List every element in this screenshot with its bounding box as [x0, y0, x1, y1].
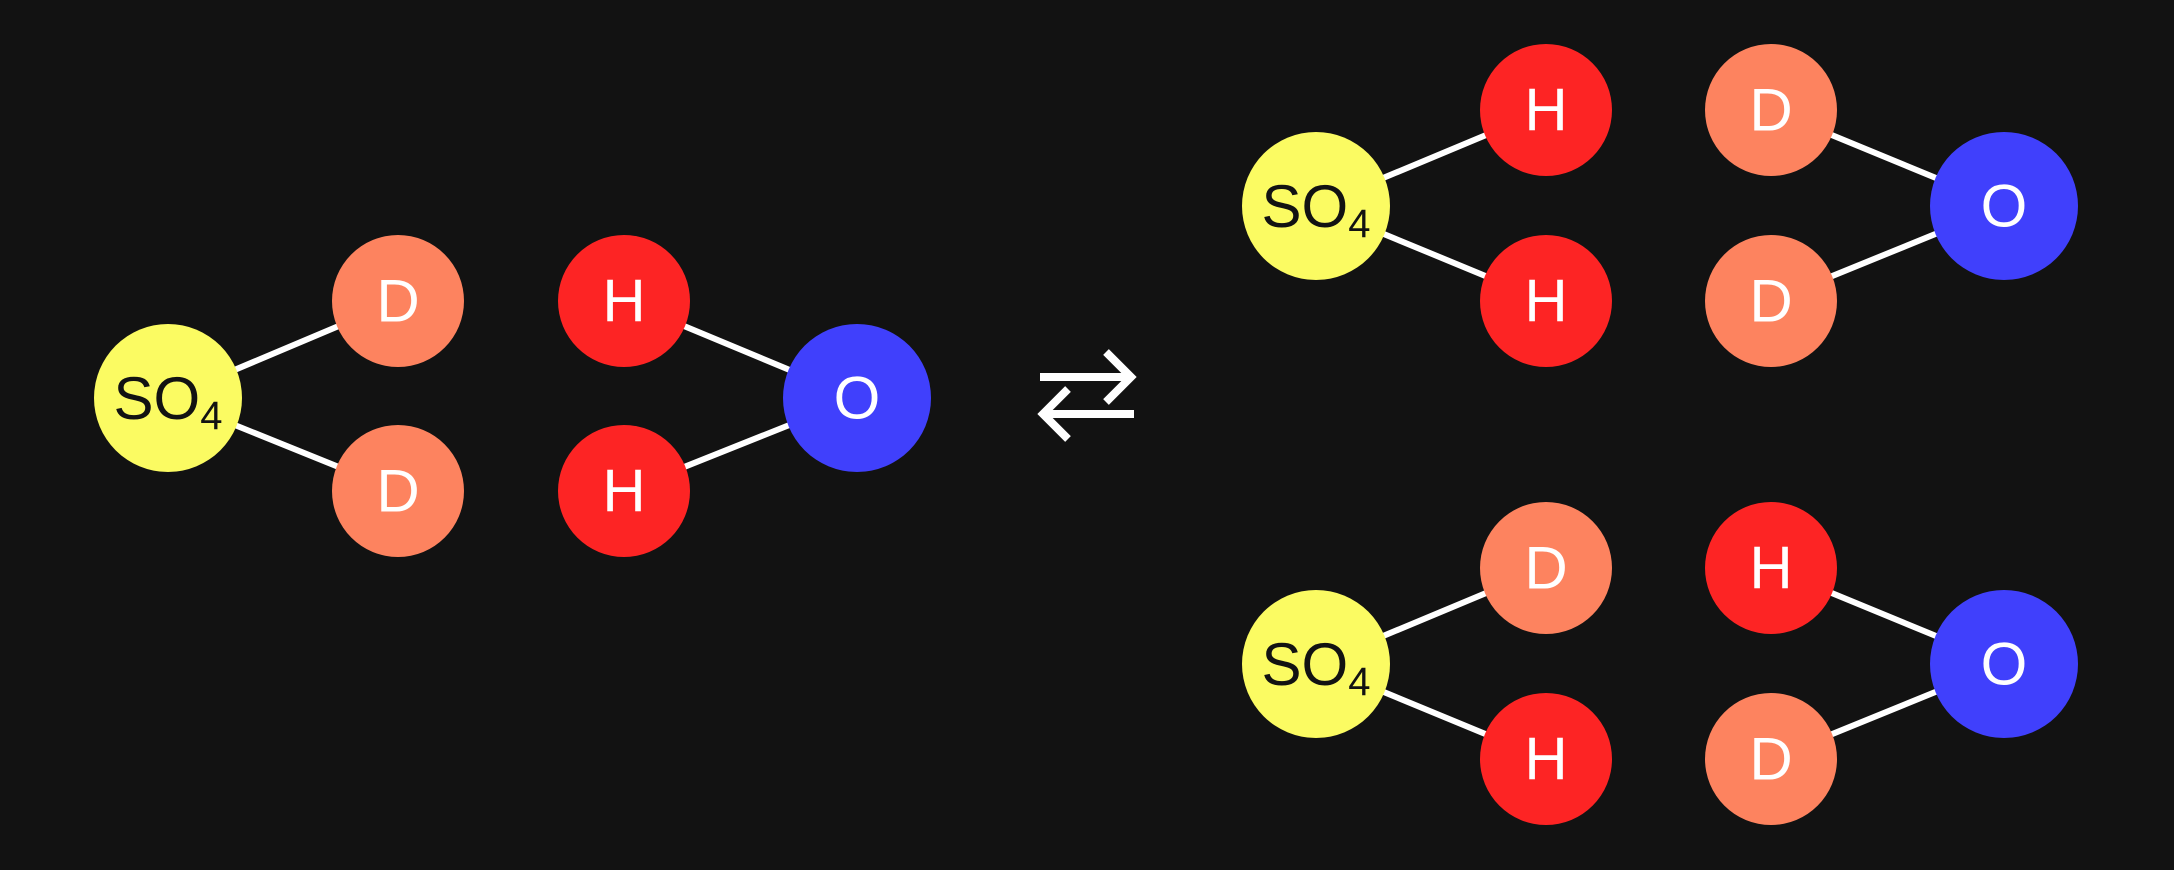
- product-2-water-molecule: H D O: [1705, 502, 2078, 825]
- hydrogen-label: H: [602, 268, 645, 335]
- so4-label: SO4: [1262, 173, 1371, 247]
- oxygen-circle: [1930, 590, 2078, 738]
- deuterium-label: D: [1749, 726, 1792, 793]
- hydrogen-label: H: [1524, 77, 1567, 144]
- hydrogen-atom: H: [1480, 44, 1612, 176]
- deuterium-circle: [1480, 502, 1612, 634]
- deuterium-label: D: [1524, 535, 1567, 602]
- reactant-acid-molecule: SO4 D D: [94, 235, 464, 557]
- oxygen-label: O: [834, 365, 881, 432]
- hydrogen-atom: H: [1480, 235, 1612, 367]
- deuterium-atom: D: [1480, 502, 1612, 634]
- hydrogen-label: H: [1524, 726, 1567, 793]
- hydrogen-circle: [1480, 693, 1612, 825]
- deuterium-atom: D: [1705, 693, 1837, 825]
- oxygen-circle: [1930, 132, 2078, 280]
- hydrogen-label: H: [1524, 268, 1567, 335]
- hydrogen-atom: H: [1480, 693, 1612, 825]
- deuterium-circle: [332, 235, 464, 367]
- oxygen-label: O: [1981, 173, 2028, 240]
- so4-circle: [94, 324, 242, 472]
- so4-circle: [1242, 132, 1390, 280]
- so4-atom: SO4: [1242, 590, 1390, 738]
- so4-label: SO4: [114, 365, 223, 439]
- deuterium-label: D: [376, 458, 419, 525]
- oxygen-atom: O: [1930, 132, 2078, 280]
- hydrogen-circle: [1705, 502, 1837, 634]
- hydrogen-atom: H: [558, 425, 690, 557]
- hydrogen-atom: H: [1705, 502, 1837, 634]
- equilibrium-arrows-icon: [1037, 349, 1137, 442]
- deuterium-atom: D: [1705, 235, 1837, 367]
- hydrogen-circle: [1480, 44, 1612, 176]
- deuterium-label: D: [376, 268, 419, 335]
- product-1-water-molecule: D D O: [1705, 44, 2078, 367]
- oxygen-circle: [783, 324, 931, 472]
- hydrogen-circle: [558, 425, 690, 557]
- deuterium-atom: D: [332, 425, 464, 557]
- so4-circle: [1242, 590, 1390, 738]
- deuterium-label: D: [1749, 77, 1792, 144]
- reactant-water-molecule: H H O: [558, 235, 931, 557]
- deuterium-label: D: [1749, 268, 1792, 335]
- product-1-acid-molecule: SO4 H H: [1242, 44, 1612, 367]
- hydrogen-atom: H: [558, 235, 690, 367]
- deuterium-circle: [1705, 235, 1837, 367]
- hydrogen-circle: [558, 235, 690, 367]
- deuterium-circle: [332, 425, 464, 557]
- so4-label: SO4: [1262, 631, 1371, 705]
- deuterium-circle: [1705, 44, 1837, 176]
- deuterium-circle: [1705, 693, 1837, 825]
- deuterium-atom: D: [1705, 44, 1837, 176]
- hydrogen-label: H: [602, 458, 645, 525]
- hydrogen-label: H: [1749, 535, 1792, 602]
- hydrogen-circle: [1480, 235, 1612, 367]
- deuterium-atom: D: [332, 235, 464, 367]
- oxygen-atom: O: [783, 324, 931, 472]
- so4-atom: SO4: [1242, 132, 1390, 280]
- oxygen-atom: O: [1930, 590, 2078, 738]
- oxygen-label: O: [1981, 631, 2028, 698]
- product-2-acid-molecule: SO4 D H: [1242, 502, 1612, 825]
- so4-atom: SO4: [94, 324, 242, 472]
